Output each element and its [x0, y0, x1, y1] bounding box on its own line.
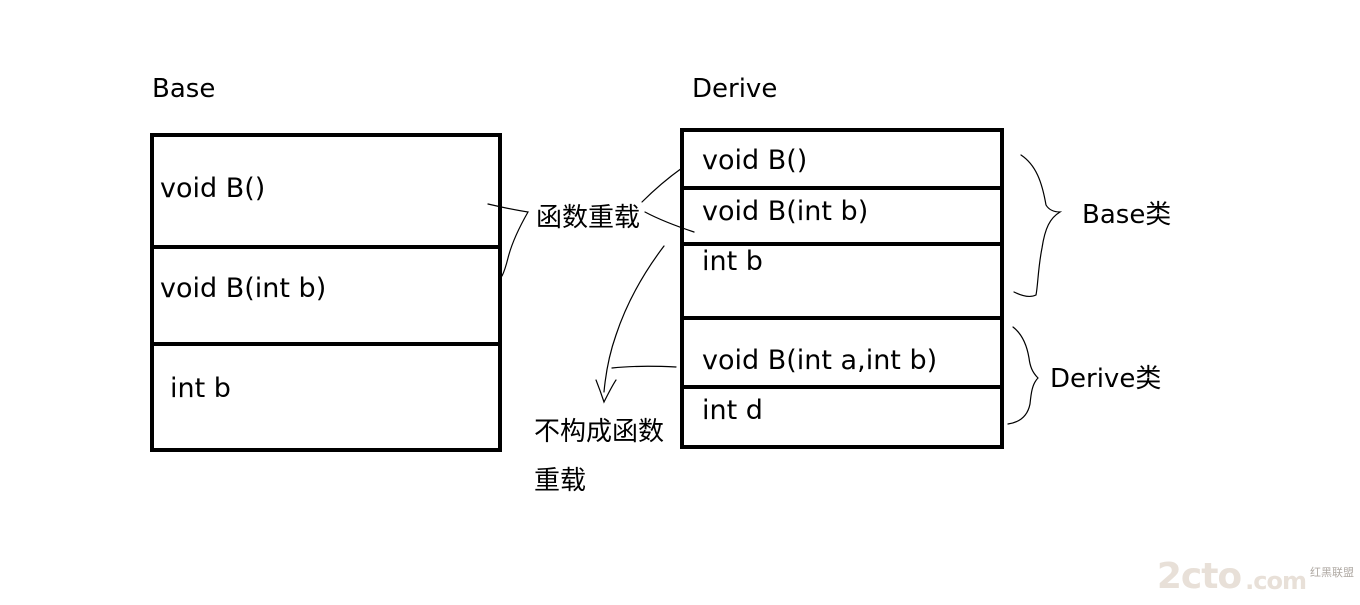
base-row-int-b: int b — [170, 373, 231, 404]
base-divider-2 — [154, 342, 498, 346]
base-class-box — [150, 133, 502, 452]
base-title: Base — [152, 74, 216, 104]
derive-class-box — [680, 128, 1004, 449]
derive-divider-1 — [684, 186, 1000, 190]
derive-class-brace — [1007, 326, 1039, 425]
not-overload-line-curve — [603, 245, 665, 393]
derive-row-int-b: int b — [702, 246, 763, 277]
derive-class-label: Derive类 — [1050, 364, 1162, 394]
derive-row-void-b-int: void B(int b) — [702, 196, 869, 227]
derive-divider-4 — [684, 385, 1000, 389]
watermark: 2cto .com 红黑联盟 — [1157, 556, 1354, 597]
watermark-suffix: .com — [1245, 567, 1307, 595]
not-overload-label-line1: 不构成函数 — [534, 417, 665, 447]
not-overload-label-line2: 重载 — [534, 466, 587, 496]
base-class-label: Base类 — [1082, 200, 1172, 230]
watermark-tagline: 红黑联盟 — [1310, 566, 1354, 579]
base-divider-1 — [154, 245, 498, 249]
base-row-void-b: void B() — [160, 173, 266, 204]
derive-row-int-d: int d — [702, 395, 763, 426]
derive-divider-3 — [684, 316, 1000, 320]
base-class-brace — [1013, 154, 1063, 298]
derive-title: Derive — [692, 74, 778, 104]
not-overload-line-horizontal — [611, 365, 677, 369]
derive-row-void-b: void B() — [702, 145, 808, 176]
derive-overload-line-upper — [641, 167, 683, 203]
derive-row-void-b-int-a-int-b: void B(int a,int b) — [702, 345, 938, 376]
overload-label: 函数重载 — [536, 203, 641, 233]
not-overload-arrowhead — [595, 379, 617, 404]
derive-divider-2 — [684, 242, 1000, 246]
base-row-void-b-int: void B(int b) — [160, 273, 327, 304]
watermark-logo: 2cto — [1156, 556, 1242, 597]
